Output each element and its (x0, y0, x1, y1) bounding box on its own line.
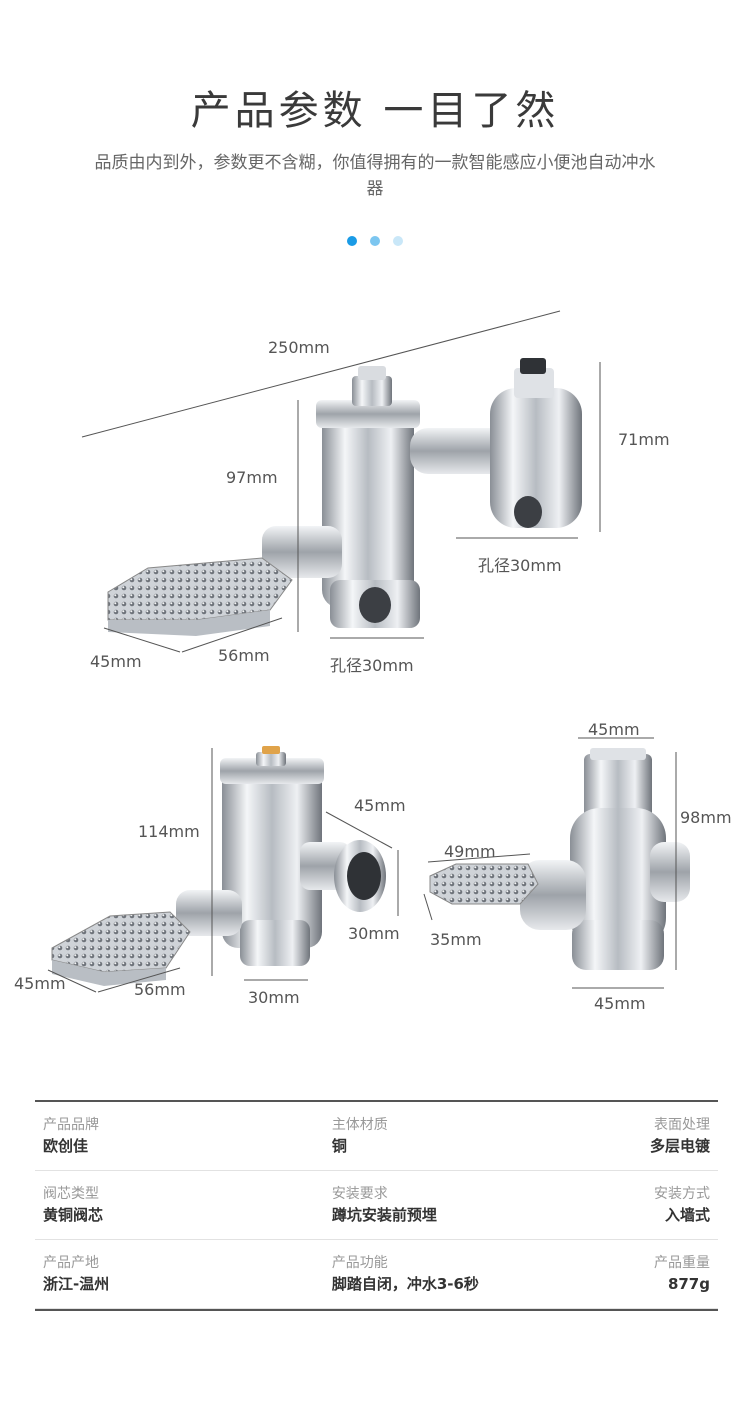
spec-value: 877g (667, 1275, 710, 1293)
spec-label: 安装方式 (654, 1186, 710, 1202)
spec-label: 阀芯类型 (43, 1186, 99, 1202)
spec-label: 产品功能 (331, 1255, 388, 1271)
dim-label: 56mm (218, 646, 270, 665)
valve-front-view (423, 737, 690, 989)
spec-cell: 安装方式 入墙式 (493, 1184, 718, 1226)
spec-label: 安装要求 (331, 1186, 388, 1202)
dim-label: 114mm (138, 822, 200, 841)
divider (35, 1100, 718, 1102)
dim-label: 250mm (268, 338, 330, 357)
dim-label: 71mm (618, 430, 670, 449)
dot (370, 236, 380, 246)
spec-row: 产品产地 浙江-温州 产品功能 脚踏自闭，冲水3-6秒 产品重量 877g (35, 1240, 718, 1309)
spec-row: 阀芯类型 黄铜阀芯 安装要求 蹲坑安装前预埋 安装方式 入墙式 (35, 1171, 718, 1240)
product-dimension-diagram: 250mm 97mm 71mm 孔径30mm 孔径30mm 45mm 56mm … (0, 280, 750, 1040)
dim-label: 45mm (594, 994, 646, 1013)
dim-label: 97mm (226, 468, 278, 487)
spec-cell: 阀芯类型 黄铜阀芯 (35, 1184, 260, 1226)
spec-value: 蹲坑安装前预埋 (331, 1206, 437, 1224)
valve-side-view (47, 746, 399, 993)
dim-label: 98mm (680, 808, 732, 827)
dim-label: 30mm (348, 924, 400, 943)
spec-label: 主体材质 (331, 1117, 388, 1133)
spec-label: 表面处理 (654, 1117, 710, 1133)
spec-value: 铜 (331, 1137, 347, 1155)
spec-cell: 表面处理 多层电镀 (493, 1115, 718, 1157)
dim-label: 孔径30mm (330, 656, 414, 675)
divider (35, 1309, 718, 1311)
spec-value: 脚踏自闭，冲水3-6秒 (331, 1275, 479, 1293)
dot-active (346, 236, 357, 246)
spec-cell: 产品功能 脚踏自闭，冲水3-6秒 (264, 1253, 489, 1295)
dim-label: 49mm (444, 842, 496, 861)
dim-label: 45mm (354, 796, 406, 815)
spec-value: 欧创佳 (43, 1137, 89, 1155)
spec-cell: 产品产地 浙江-温州 (35, 1253, 260, 1295)
spec-table: 产品品牌 欧创佳 主体材质 铜 表面处理 多层电镀 阀芯类型 黄铜阀芯 安装要求… (35, 1100, 718, 1311)
spec-value: 黄铜阀芯 (43, 1206, 104, 1224)
dim-label: 孔径30mm (478, 556, 562, 575)
dim-label: 45mm (14, 974, 66, 993)
dot (393, 236, 404, 246)
page-title: 产品参数 一目了然 (190, 88, 560, 134)
dim-label: 56mm (134, 980, 186, 999)
spec-cell: 安装要求 蹲坑安装前预埋 (264, 1184, 489, 1226)
valve-top-view (81, 310, 601, 653)
spec-label: 产品产地 (43, 1255, 99, 1271)
valve-illustration (47, 310, 690, 993)
spec-value: 多层电镀 (649, 1137, 710, 1155)
spec-label: 产品品牌 (43, 1117, 99, 1133)
spec-label: 产品重量 (654, 1255, 710, 1271)
spec-cell: 产品品牌 欧创佳 (35, 1115, 260, 1157)
spec-cell: 产品重量 877g (493, 1253, 718, 1295)
dim-label: 35mm (430, 930, 482, 949)
spec-value: 浙江-温州 (43, 1275, 110, 1293)
dim-label: 30mm (248, 988, 300, 1007)
carousel-dots (0, 231, 750, 250)
dim-label: 45mm (588, 720, 640, 739)
spec-value: 入墙式 (664, 1206, 710, 1224)
spec-cell: 主体材质 铜 (264, 1115, 489, 1157)
dim-label: 45mm (90, 652, 142, 671)
spec-row: 产品品牌 欧创佳 主体材质 铜 表面处理 多层电镀 (35, 1102, 718, 1171)
page-subtitle: 品质由内到外，参数更不含糊，你值得拥有的一款智能感应小便池自动冲水器 (94, 153, 656, 199)
